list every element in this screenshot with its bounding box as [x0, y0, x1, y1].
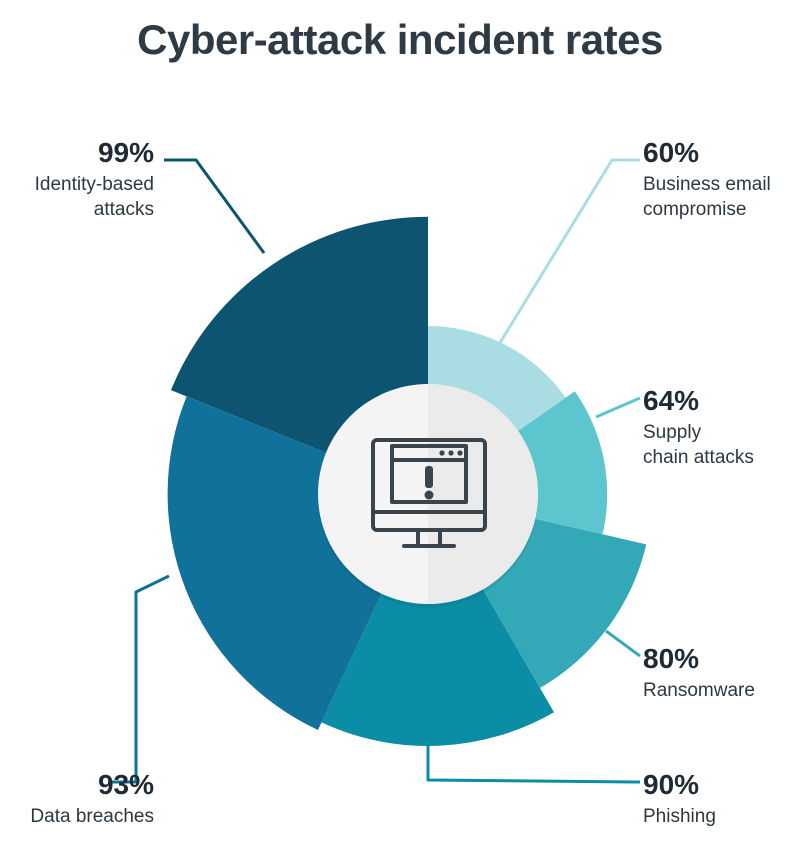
segments-layer	[167, 216, 647, 747]
category-label-business-email-compromise: compromise	[643, 199, 746, 220]
segment-data-breaches	[167, 396, 383, 731]
exclamation-icon	[424, 466, 434, 500]
segment-supply-chain-attacks	[516, 391, 608, 535]
leader-line-phishing	[426, 741, 641, 784]
category-label-business-email-compromise: Business email	[643, 174, 771, 195]
category-label-phishing: Phishing	[643, 806, 716, 827]
value-label-phishing: 90%	[643, 769, 699, 800]
leader-line-business-email-compromise	[496, 158, 640, 347]
leader-line-ransomware	[605, 629, 641, 658]
segment-business-email-compromise	[428, 326, 566, 433]
leader-line-supply-chain-attacks	[595, 396, 641, 419]
category-label-supply-chain-attacks: Supply	[643, 422, 702, 443]
value-label-data-breaches: 93%	[98, 769, 154, 800]
category-label-ransomware: Ransomware	[643, 680, 755, 701]
value-label-identity-based-attacks: 99%	[98, 137, 154, 168]
leader-line-data-breaches	[108, 574, 170, 784]
segment-ransomware	[482, 518, 647, 688]
segment-phishing	[321, 587, 554, 747]
labels-layer: 60% Business email compromise 64% Supply chai…	[30, 137, 770, 827]
window-dots-icon	[439, 450, 463, 456]
segment-identity-based-attacks	[170, 216, 429, 454]
category-label-data-breaches: Data breaches	[30, 806, 154, 827]
chart-title: Cyber-attack incident rates	[137, 16, 663, 63]
value-label-business-email-compromise: 60%	[643, 137, 699, 168]
value-label-ransomware: 80%	[643, 643, 699, 674]
category-label-identity-based-attacks: attacks	[94, 199, 154, 220]
category-label-identity-based-attacks: Identity-based	[35, 174, 154, 195]
category-label-supply-chain-attacks: chain attacks	[643, 447, 754, 468]
leader-line-identity-based-attacks	[164, 158, 266, 254]
leader-lines	[108, 158, 641, 784]
value-label-supply-chain-attacks: 64%	[643, 385, 699, 416]
center-badge	[318, 384, 538, 608]
monitor-alert-icon	[371, 438, 487, 548]
